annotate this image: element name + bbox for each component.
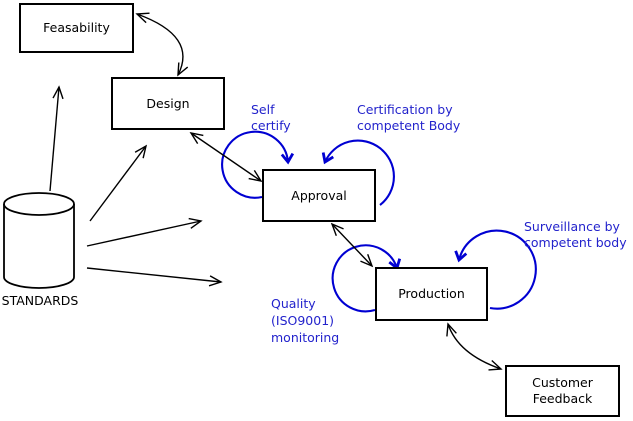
surveillance-loop-arrow-icon [454,229,537,310]
arrow-design-approval [191,133,261,181]
arrow-standards-to-production [86,267,221,282]
annotation-surveillance-by-competent-body: Surveillance by competent body [524,219,627,250]
annotation-certification-by-competent-body: Certification by competent Body [357,102,461,133]
arrow-feasibility-design [137,14,183,75]
standards-label: STANDARDS [1,293,79,308]
arrow-production-customer-feedback [448,324,501,369]
standards-cylinder-icon [3,192,75,289]
node-production-label: Production [398,286,465,301]
node-customer-feedback-label: Customer Feedback [532,375,593,406]
annotation-quality-iso9001-monitoring: Quality (ISO9001) monitoring [271,296,340,345]
node-design-label: Design [146,95,190,111]
annotation-self-certify: Self certify [251,102,291,133]
node-approval-label: Approval [291,187,347,203]
arrow-standards-to-design [89,146,146,222]
certification-loop-arrow-icon [321,139,395,206]
node-design: Design [111,77,225,130]
node-approval: Approval [262,169,376,222]
arrow-standards-to-feasibility [49,87,59,192]
node-feasibility-label: Feasability [43,20,110,35]
arrow-approval-production [332,224,372,266]
node-feasibility: Feasability [19,3,134,53]
node-customer-feedback: Customer Feedback [505,365,620,417]
arrow-standards-to-approval [86,221,201,247]
node-production: Production [375,267,488,321]
